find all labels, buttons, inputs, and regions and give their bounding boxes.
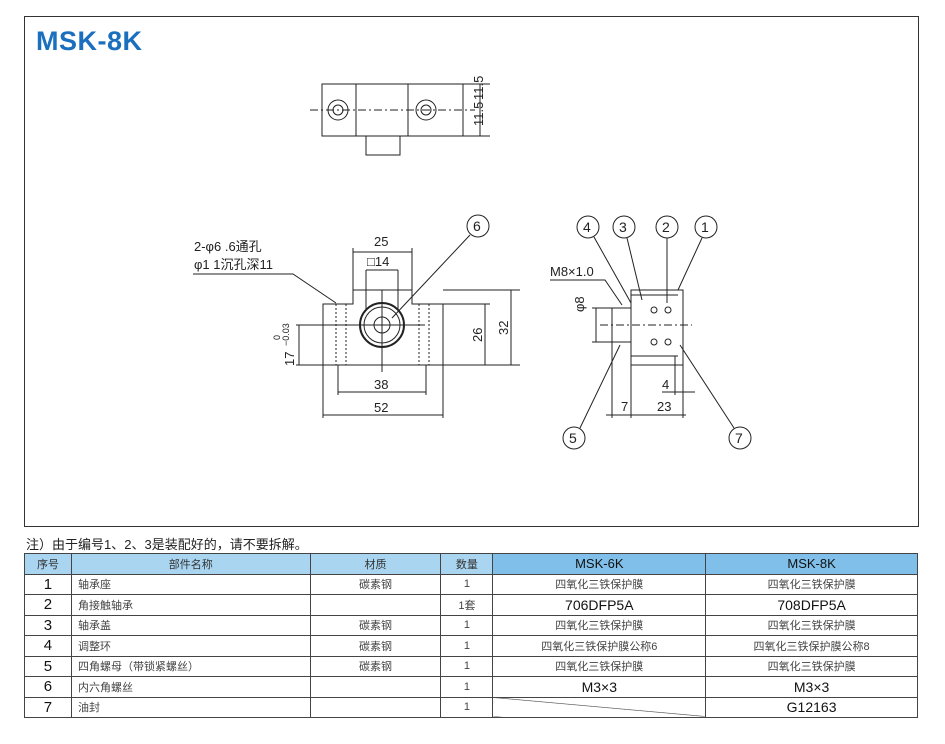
balloon-1: 1	[701, 219, 709, 235]
drawing-frame	[24, 16, 919, 527]
msk-6k-value: 四氧化三铁保护膜	[492, 655, 707, 677]
hole-note-2: φ1 1沉孔深11	[194, 257, 273, 272]
col-quantity: 数量	[440, 553, 494, 575]
col-material: 材质	[309, 553, 442, 575]
technical-drawing: 11.5 11.5 2-φ6 .6通孔 φ1 1沉孔深11 25 □14 38 …	[193, 76, 752, 450]
msk-6k-value	[492, 696, 707, 718]
row-no: 5	[24, 655, 72, 677]
row-no: 4	[24, 635, 72, 657]
quantity: 1	[440, 696, 494, 718]
balloon-2: 2	[662, 219, 670, 235]
material	[309, 696, 442, 718]
material: 碳素钢	[309, 655, 442, 677]
balloon-3: 3	[619, 219, 627, 235]
dim-26: 26	[470, 328, 485, 342]
row-no: 3	[24, 614, 72, 636]
dim-32: 32	[496, 321, 511, 335]
dim-4: 4	[662, 377, 669, 392]
dim-25: 25	[374, 234, 388, 249]
material	[309, 594, 442, 616]
msk-6k-value: M3×3	[492, 676, 707, 698]
col-msk-8k: MSK-8K	[705, 553, 918, 575]
msk-8k-value: M3×3	[705, 676, 918, 698]
col-part-name: 部件名称	[70, 553, 311, 575]
msk-6k-value: 四氧化三铁保护膜	[492, 573, 707, 595]
page-title: MSK-8K	[36, 26, 143, 56]
tol-lower: −0.03	[281, 323, 291, 346]
row-no: 1	[24, 573, 72, 595]
tol-upper: 0	[272, 335, 282, 340]
quantity: 1	[440, 573, 494, 595]
top-dim-1: 11.5	[471, 102, 486, 126]
msk-8k-value: 四氧化三铁保护膜	[705, 614, 918, 636]
part-name: 角接触轴承	[70, 594, 311, 616]
material: 碳素钢	[309, 573, 442, 595]
quantity: 1	[440, 614, 494, 636]
material: 碳素钢	[309, 635, 442, 657]
balloons: 1 2 3 4 5 6 7	[466, 214, 752, 450]
balloon-7: 7	[735, 430, 743, 446]
col-msk-6k: MSK-6K	[492, 553, 707, 575]
part-name: 内六角螺丝	[70, 676, 311, 698]
material	[309, 676, 442, 698]
dim-17: 17	[282, 352, 297, 366]
msk-8k-value: 四氧化三铁保护膜	[705, 655, 918, 677]
msk-8k-value: 708DFP5A	[705, 594, 918, 616]
hole-note-1: 2-φ6 .6通孔	[194, 239, 262, 254]
thread-label: M8×1.0	[550, 264, 594, 279]
dim-52: 52	[374, 400, 388, 415]
top-dim-2: 11.5	[471, 76, 486, 100]
quantity: 1	[440, 635, 494, 657]
quantity: 1	[440, 676, 494, 698]
msk-6k-value: 四氧化三铁保护膜公称6	[492, 635, 707, 657]
balloon-5: 5	[569, 430, 577, 446]
part-name: 轴承盖	[70, 614, 311, 636]
side-view: M8×1.0 φ8 4 7 23	[550, 236, 735, 429]
dim-14: □14	[367, 254, 389, 269]
msk-6k-value: 四氧化三铁保护膜	[492, 614, 707, 636]
table-header: 序号 部件名称 材质 数量 MSK-6K MSK-8K	[24, 553, 918, 575]
part-name: 轴承座	[70, 573, 311, 595]
balloon-6: 6	[473, 218, 481, 234]
material: 碳素钢	[309, 614, 442, 636]
dim-7: 7	[621, 399, 628, 414]
front-view: 2-φ6 .6通孔 φ1 1沉孔深11 25 □14 38 52 26 32 1…	[193, 234, 520, 418]
top-view: 11.5 11.5	[310, 76, 490, 156]
dia-label: φ8	[572, 296, 587, 312]
row-no: 2	[24, 594, 72, 616]
col-no: 序号	[24, 553, 72, 575]
part-name: 调整环	[70, 635, 311, 657]
quantity: 1	[440, 655, 494, 677]
dim-38: 38	[374, 377, 388, 392]
part-name: 四角螺母（带锁紧螺丝）	[70, 655, 311, 677]
assembly-note: 注）由于编号1、2、3是装配好的，请不要拆解。	[26, 537, 308, 552]
msk-8k-value: G12163	[705, 696, 918, 718]
row-no: 7	[24, 696, 72, 718]
dim-23: 23	[657, 399, 671, 414]
msk-8k-value: 四氧化三铁保护膜公称8	[705, 635, 918, 657]
part-name: 油封	[70, 696, 311, 718]
row-no: 6	[24, 676, 72, 698]
msk-8k-value: 四氧化三铁保护膜	[705, 573, 918, 595]
quantity: 1套	[440, 594, 494, 616]
balloon-4: 4	[583, 219, 591, 235]
msk-6k-value: 706DFP5A	[492, 594, 707, 616]
